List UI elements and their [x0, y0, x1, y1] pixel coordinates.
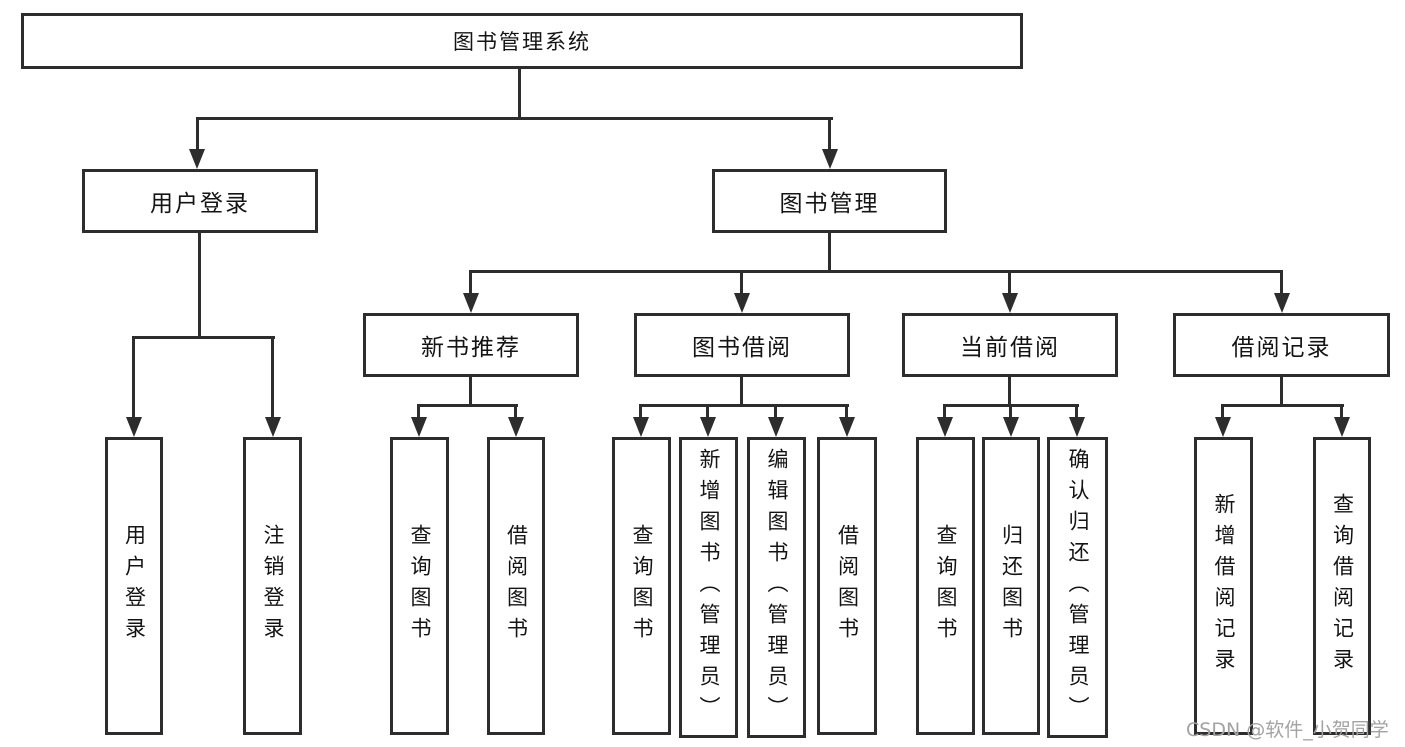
connector-leaf	[1340, 407, 1343, 419]
arrow-down-icon	[265, 417, 281, 437]
connector-root-stem	[518, 67, 521, 119]
watermark: CSDN @软件_小贺同学	[1186, 719, 1389, 741]
arrow-down-icon	[700, 417, 716, 437]
node-user-login: 用户登录	[82, 169, 318, 233]
arrow-down-icon	[768, 417, 784, 437]
connector-to-borrow-records	[1280, 273, 1283, 295]
connector-leaf	[514, 407, 517, 419]
node-library-management-system: 图书管理系统	[21, 13, 1023, 69]
connector-current-borrow-stem	[1008, 377, 1011, 407]
leaf-recommend-borrow-books: 借阅图书	[487, 437, 545, 735]
leaf-user-login: 用户登录	[105, 437, 163, 735]
connector-to-book-borrow	[740, 273, 743, 295]
connector-to-new-book-recommend	[469, 273, 472, 295]
connector-to-leaf-user-login	[132, 339, 135, 419]
connector-new-book-bar	[417, 404, 518, 407]
arrow-down-icon	[839, 417, 855, 437]
connector-leaf	[1221, 407, 1224, 419]
leaf-borrow-borrow-books: 借阅图书	[817, 437, 877, 735]
node-current-borrow: 当前借阅	[902, 313, 1118, 377]
connector-to-current-borrow	[1008, 273, 1011, 295]
leaf-current-query-books: 查询图书	[916, 437, 975, 735]
node-new-book-recommend: 新书推荐	[363, 313, 579, 377]
connector-book-management-stem	[828, 233, 831, 272]
arrow-down-icon	[822, 149, 838, 169]
arrow-down-icon	[508, 417, 524, 437]
connector-leaf	[417, 407, 420, 419]
connector-user-login-stem	[198, 233, 201, 338]
connector-borrow-records-bar	[1221, 404, 1344, 407]
connector-to-user-login	[196, 119, 199, 151]
node-book-management: 图书管理	[712, 169, 947, 233]
leaf-borrow-query-books: 查询图书	[612, 437, 671, 735]
arrow-down-icon	[633, 417, 649, 437]
arrow-down-icon	[189, 149, 205, 169]
leaf-recommend-query-books: 查询图书	[390, 437, 449, 735]
leaf-current-confirm-return-admin: 确认归还（管理员）	[1047, 437, 1108, 738]
node-borrow-records: 借阅记录	[1173, 313, 1390, 377]
arrow-down-icon	[411, 417, 427, 437]
connector-leaf	[706, 407, 709, 419]
arrow-down-icon	[937, 417, 953, 437]
connector-to-book-management	[828, 119, 831, 151]
leaf-records-add-borrow-record: 新增借阅记录	[1194, 437, 1253, 735]
arrow-down-icon	[1215, 417, 1231, 437]
arrow-down-icon	[1003, 417, 1019, 437]
leaf-records-query-borrow-record: 查询借阅记录	[1313, 437, 1371, 735]
connector-leaf	[943, 407, 946, 419]
connector-leaf	[845, 407, 848, 419]
arrow-down-icon	[463, 293, 479, 313]
arrow-down-icon	[1069, 417, 1085, 437]
leaf-borrow-edit-books-admin: 编辑图书（管理员）	[747, 437, 806, 738]
connector-leaf	[639, 407, 642, 419]
connector-new-book-stem	[469, 377, 472, 407]
arrow-down-icon	[1334, 417, 1350, 437]
leaf-current-return-books: 归还图书	[982, 437, 1040, 735]
connector-root-bar	[196, 117, 833, 120]
connector-book-borrow-stem	[740, 377, 743, 407]
connector-leaf	[774, 407, 777, 419]
connector-to-leaf-logout	[271, 339, 274, 419]
leaf-logout: 注销登录	[243, 437, 302, 735]
connector-leaf	[1009, 407, 1012, 419]
connector-leaf	[1075, 407, 1078, 419]
arrow-down-icon	[1274, 293, 1290, 313]
node-book-borrow: 图书借阅	[634, 313, 850, 377]
arrow-down-icon	[1002, 293, 1018, 313]
arrow-down-icon	[734, 293, 750, 313]
connector-current-borrow-bar	[943, 404, 1079, 407]
connector-borrow-records-stem	[1280, 377, 1283, 407]
arrow-down-icon	[126, 417, 142, 437]
connector-user-login-bar	[132, 336, 275, 339]
leaf-borrow-add-books-admin: 新增图书（管理员）	[679, 437, 738, 738]
connector-book-borrow-bar	[639, 404, 849, 407]
connector-book-management-bar	[469, 270, 1283, 273]
